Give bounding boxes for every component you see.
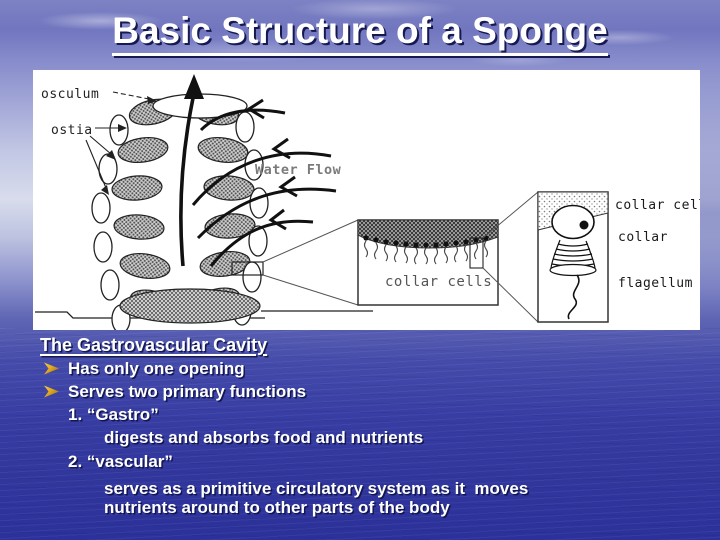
collar-cells-zoom-rect (469, 237, 484, 269)
osculum-outflow-arrow (179, 74, 204, 267)
collar-label: collar (618, 230, 668, 245)
flagellum-shape (567, 274, 580, 320)
collar-shape (549, 239, 597, 277)
ostia-label: ostia (51, 123, 93, 138)
numbered-desc-2: serves as a primitive circulatory system… (104, 479, 529, 517)
arrow-bullet-icon (44, 385, 59, 398)
content-block: The Gastrovascular Cavity Has only one o… (40, 334, 690, 520)
collar-cells-label: collar cells (385, 274, 492, 290)
title-bar: Basic Structure of a Sponge (0, 10, 720, 56)
right-edge-shade (700, 70, 720, 330)
sponge-zoom-rect (231, 219, 359, 306)
sponge-diagram: osculum ostia Water Flow (33, 70, 706, 334)
bullet-label: Serves two primary functions (68, 382, 307, 401)
cell-body (551, 204, 595, 240)
osculum-label: osculum (41, 87, 99, 102)
bullet-item-2: Serves two primary functions (40, 380, 690, 403)
bullet-label: Has only one opening (68, 359, 245, 378)
sponge-body (91, 93, 269, 334)
sponge-base (119, 288, 261, 324)
numbered-term-1: 1. “Gastro” (68, 405, 159, 424)
water-flow-label: Water Flow (255, 162, 342, 178)
flagellum-label: flagellum (618, 276, 693, 291)
cell-nucleus (579, 220, 589, 230)
collar-cell-label: collar cell (615, 198, 700, 213)
collar-cell-flagella (363, 240, 489, 265)
collar-cell-detail-box (537, 191, 609, 323)
osculum-callout: osculum (41, 87, 157, 104)
collar-cells-box: collar cells (357, 191, 539, 323)
sponge-diagram-svg: osculum ostia Water Flow (35, 74, 706, 334)
ostia-callout: ostia (51, 123, 127, 195)
arrow-bullet-icon (44, 362, 59, 375)
numbered-term-2: 2. “vascular” (68, 452, 173, 471)
bullet-item-1: Has only one opening (40, 357, 690, 380)
numbered-desc-1: digests and absorbs food and nutrients (104, 428, 424, 447)
section-heading: The Gastrovascular Cavity (40, 335, 268, 355)
slide-title: Basic Structure of a Sponge (112, 10, 608, 56)
water-inflow-arrows (191, 98, 337, 267)
